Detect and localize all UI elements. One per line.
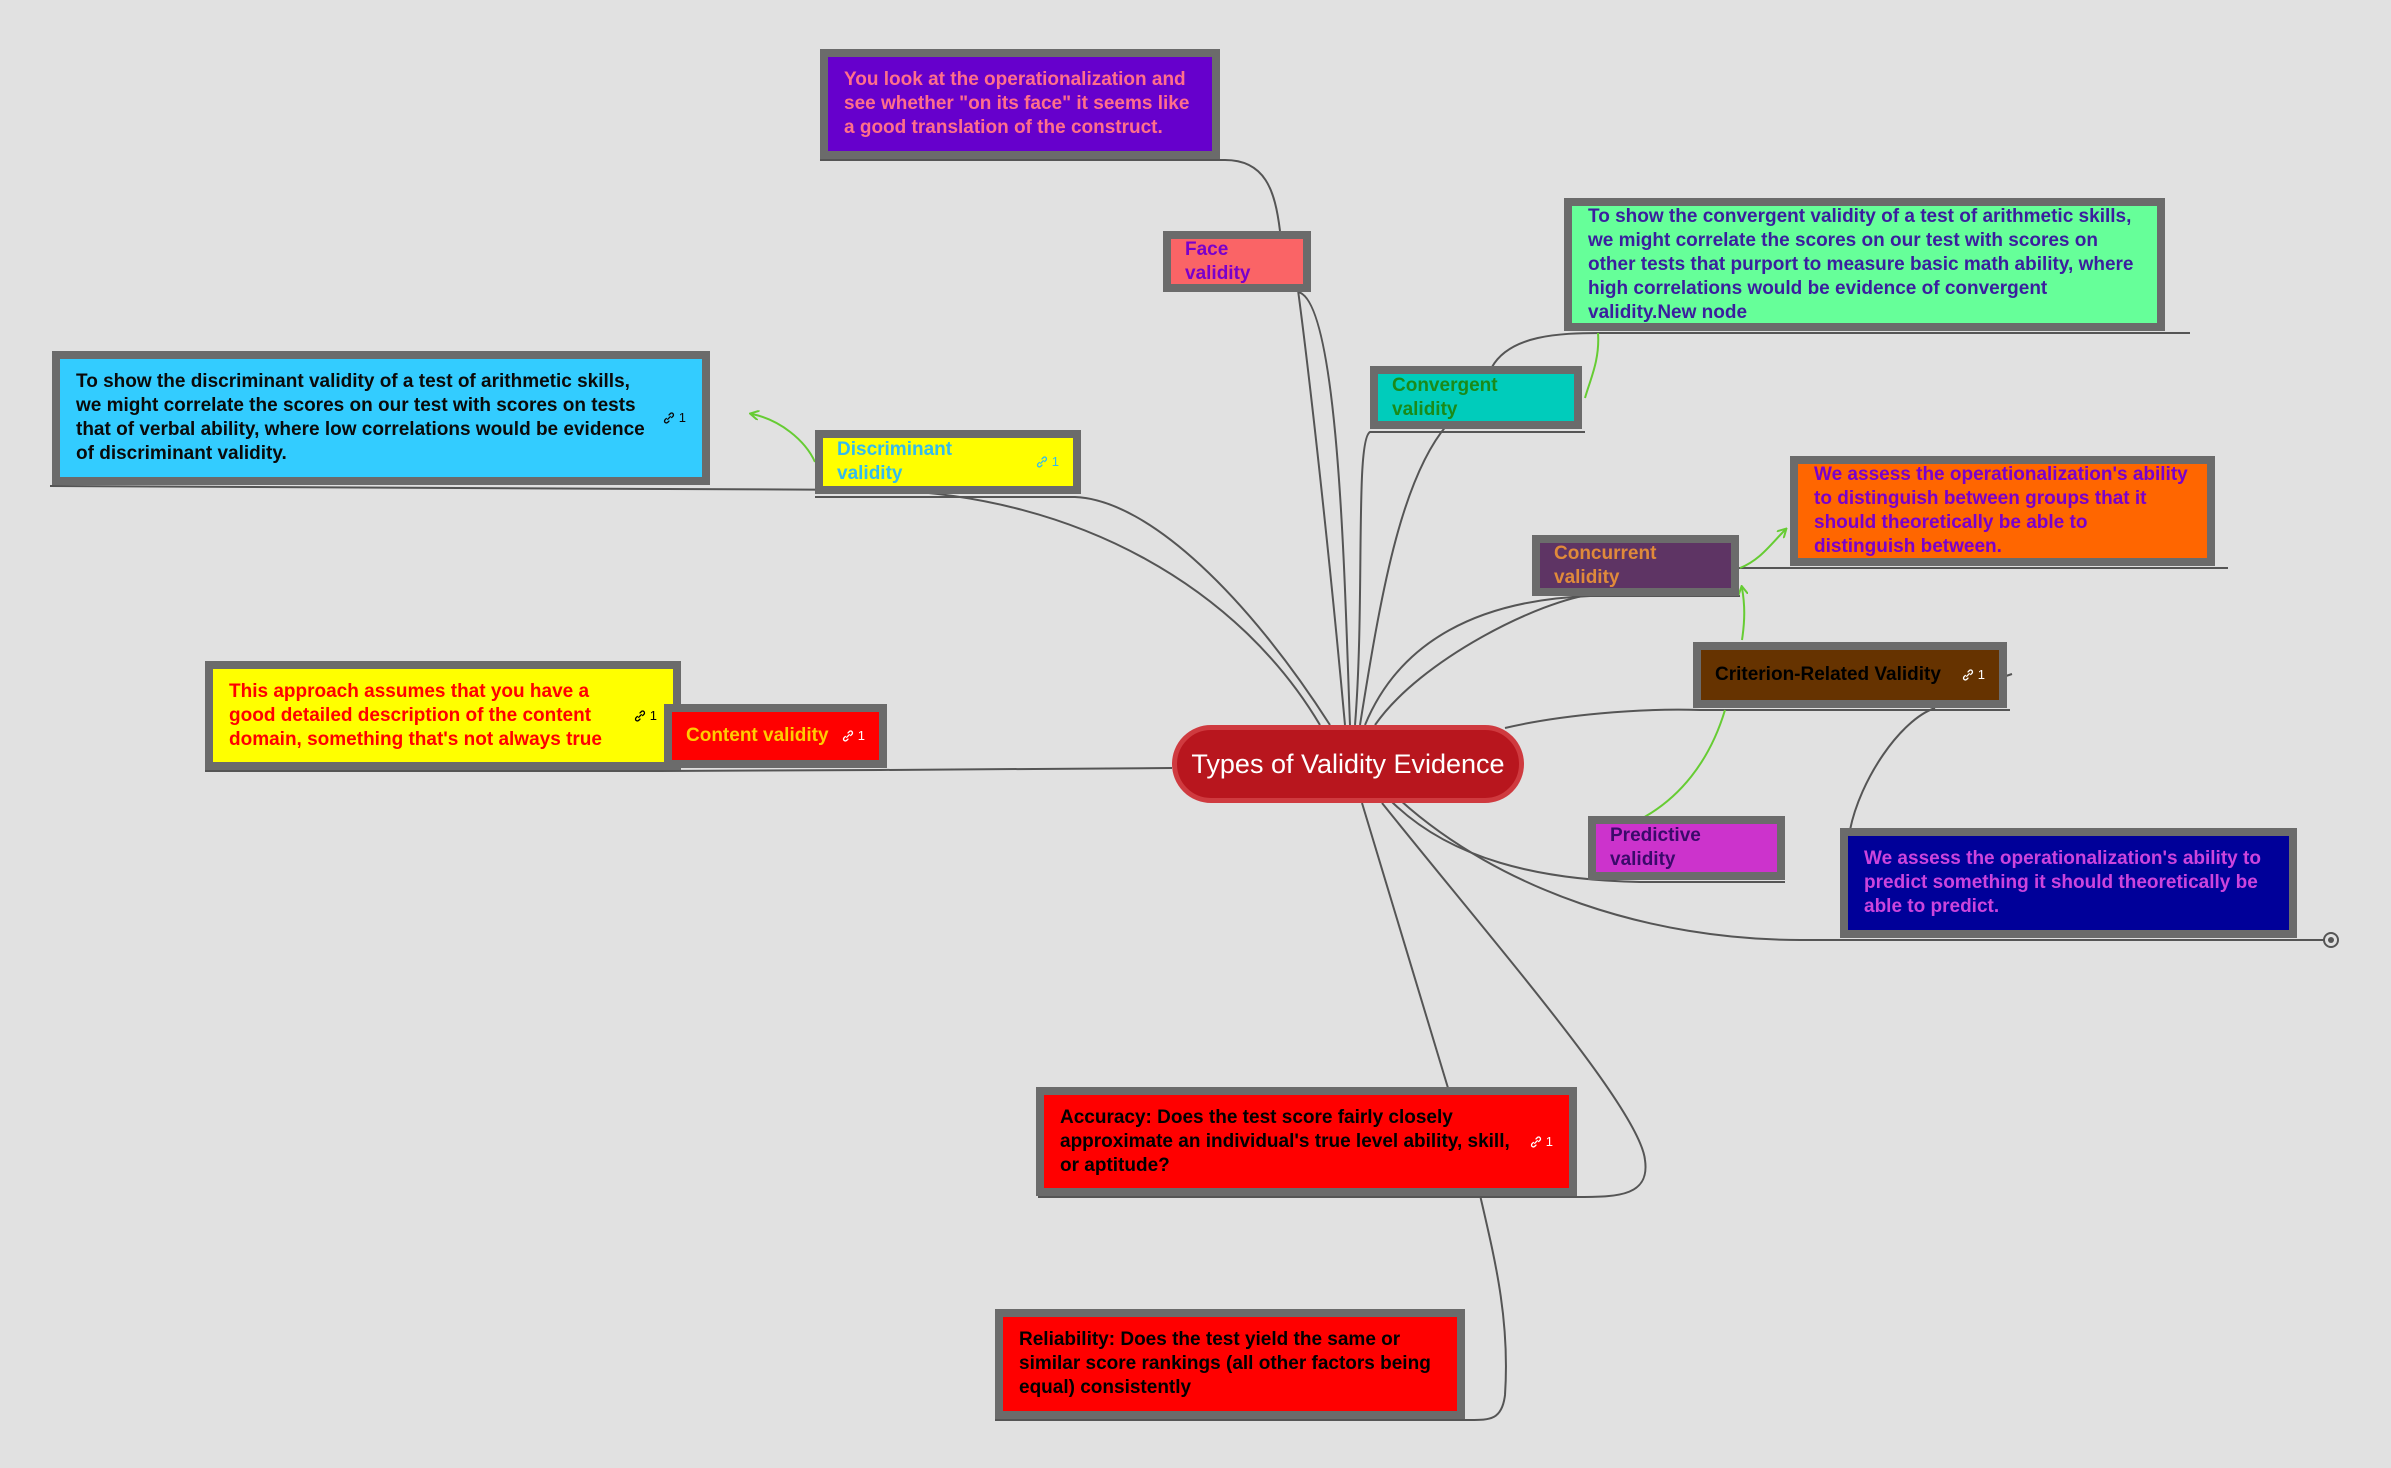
- discriminant-note-text: To show the discriminant validity of a t…: [76, 371, 645, 464]
- convergent-validity-node[interactable]: Convergent validity: [1370, 366, 1582, 429]
- content-validity-node[interactable]: Content validity 1: [664, 704, 887, 768]
- predictive-note-node[interactable]: We assess the operationalization's abili…: [1840, 828, 2297, 938]
- predictive-validity-node[interactable]: Predictive validity: [1588, 816, 1785, 880]
- reliability-node[interactable]: Reliability: Does the test yield the sam…: [995, 1309, 1465, 1419]
- content-note-node[interactable]: This approach assumes that you have a go…: [205, 661, 681, 770]
- branch-line-discriminant: [815, 496, 1331, 726]
- branch-line-convergent-note: [1491, 332, 2190, 368]
- concurrent-validity-node[interactable]: Concurrent validity: [1532, 535, 1739, 596]
- face-note-node[interactable]: You look at the operationalization and s…: [820, 49, 1220, 159]
- predictive-note-text: We assess the operationalization's abili…: [1864, 848, 2261, 917]
- reliability-text: Reliability: Does the test yield the sam…: [1019, 1329, 1431, 1398]
- link-count: 1: [1051, 454, 1059, 469]
- face-validity-label: Face validity: [1185, 238, 1251, 284]
- concurrent-note-node[interactable]: We assess the operationalization's abili…: [1790, 456, 2215, 566]
- link-icon: [634, 709, 645, 722]
- relation-line-convergent: [1584, 332, 1600, 399]
- face-note-text: You look at the operationalization and s…: [844, 69, 1190, 138]
- link-icon: [1962, 669, 1973, 681]
- branch-line-content: [659, 767, 1173, 772]
- content-validity-label: Content validity: [686, 725, 829, 746]
- branch-line-criterion: [1504, 708, 2010, 729]
- content-link[interactable]: 1: [841, 724, 865, 748]
- branch-line-concurrent: [1364, 595, 1740, 726]
- convergent-note-text: To show the convergent validity of a tes…: [1588, 205, 2134, 323]
- relation-line-predictive: [1634, 709, 1726, 823]
- link-icon: [1036, 456, 1047, 468]
- concurrent-note-text: We assess the operationalization's abili…: [1814, 464, 2188, 557]
- criterion-link[interactable]: 1: [1961, 663, 1985, 687]
- root-label: Types of Validity Evidence: [1191, 748, 1505, 779]
- discriminant-note-node[interactable]: To show the discriminant validity of a t…: [52, 351, 710, 485]
- concurrent-validity-label: Concurrent validity: [1554, 542, 1657, 588]
- convergent-note-node[interactable]: To show the convergent validity of a tes…: [1564, 198, 2165, 331]
- criterion-validity-node[interactable]: Criterion-Related Validity 1: [1693, 642, 2007, 708]
- convergent-validity-label: Convergent validity: [1392, 374, 1498, 420]
- discriminant-link[interactable]: 1: [1035, 450, 1059, 474]
- content-note-text: This approach assumes that you have a go…: [229, 680, 602, 750]
- criterion-validity-label: Criterion-Related Validity: [1715, 664, 1941, 685]
- relation-line-criterion: [1742, 588, 1744, 641]
- face-validity-node[interactable]: Face validity: [1163, 231, 1311, 292]
- link-count: 1: [1545, 1133, 1553, 1149]
- branch-line-face-note: [820, 159, 1281, 232]
- link-count: 1: [649, 707, 657, 723]
- discriminant-note-link[interactable]: 1: [662, 406, 686, 430]
- accuracy-node[interactable]: Accuracy: Does the test score fairly clo…: [1036, 1087, 1577, 1196]
- collapse-toggle-icon[interactable]: [2323, 932, 2339, 948]
- predictive-validity-label: Predictive validity: [1610, 825, 1701, 870]
- link-icon: [663, 412, 674, 424]
- branch-line-face: [1296, 289, 1346, 726]
- link-count: 1: [857, 728, 865, 743]
- relation-line-concurrent: [1739, 530, 1785, 569]
- root-node[interactable]: Types of Validity Evidence: [1172, 725, 1524, 803]
- discriminant-validity-node[interactable]: Discriminant validity 1: [815, 430, 1081, 494]
- branch-line-accuracy: [1361, 802, 1449, 1089]
- relation-line-discriminant: [752, 414, 816, 463]
- branch-line-convergent-2: [1359, 424, 1448, 726]
- accuracy-text: Accuracy: Does the test score fairly clo…: [1060, 1106, 1510, 1176]
- link-icon: [842, 730, 853, 742]
- discriminant-validity-label: Discriminant validity: [837, 439, 953, 484]
- branch-line-concurrent-2: [1374, 593, 1596, 726]
- accuracy-link[interactable]: 1: [1529, 1130, 1553, 1154]
- link-count: 1: [1977, 667, 1985, 682]
- content-note-link[interactable]: 1: [633, 704, 657, 728]
- link-icon: [1530, 1135, 1541, 1148]
- branch-line-criterion-predictive-note: [1849, 707, 1936, 831]
- link-count: 1: [678, 410, 686, 425]
- branch-line-face-2: [1297, 291, 1351, 726]
